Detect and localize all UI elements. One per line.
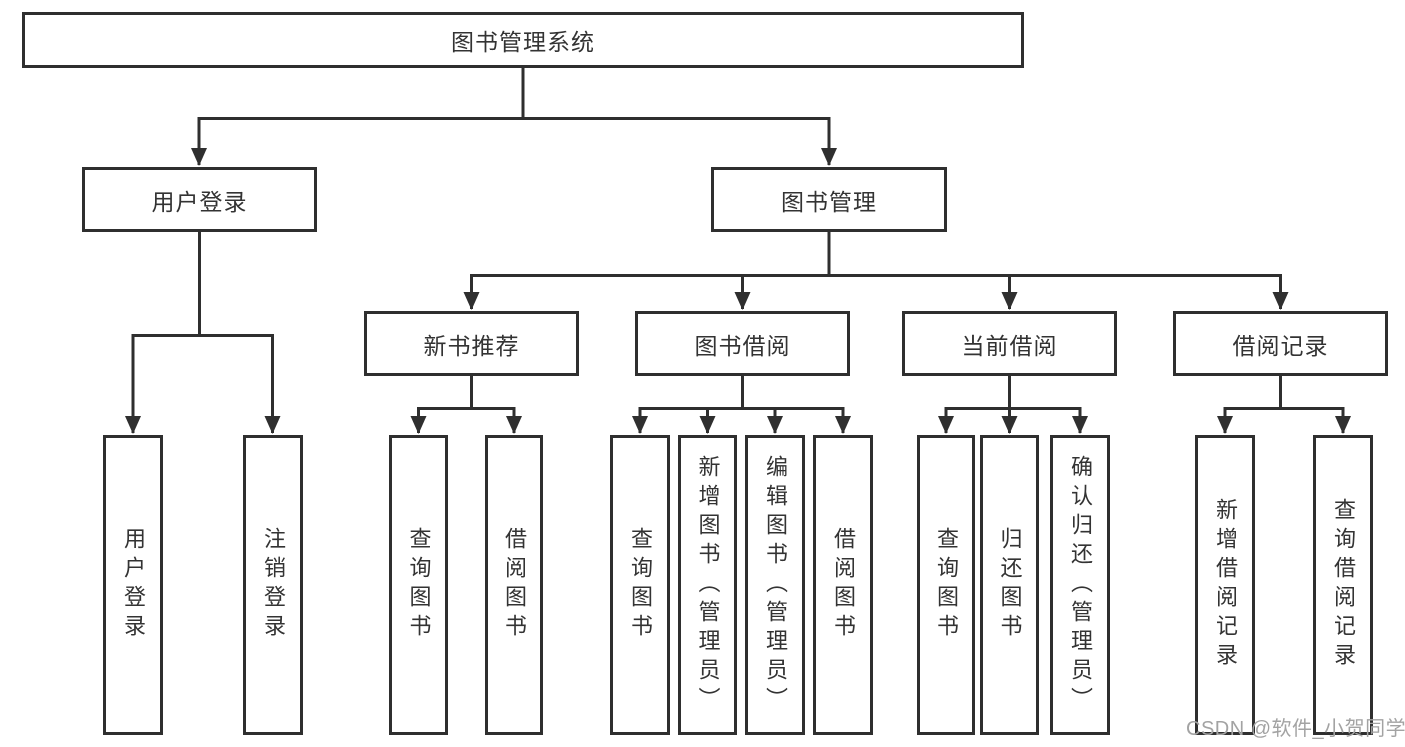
- leaf-edit-books-admin: 编辑图书（管理员）: [745, 435, 805, 735]
- leaf-query-books-borrow-label: 查询图书: [628, 527, 653, 643]
- csdn-watermark: CSDN @软件_小贺同学: [1186, 718, 1405, 740]
- connector-root-to-level2: [191, 68, 837, 166]
- node-root-label: 图书管理系统: [451, 29, 595, 55]
- leaf-return-books-label: 归还图书: [997, 527, 1023, 643]
- leaf-query-books-recommend-label: 查询图书: [406, 527, 432, 643]
- leaf-borrow-books: 借阅图书: [813, 435, 873, 735]
- leaf-query-books-recommend: 查询图书: [389, 435, 448, 735]
- connector-borrow-records-children: [1217, 375, 1351, 434]
- leaf-return-books: 归还图书: [980, 435, 1039, 735]
- leaf-query-books-current: 查询图书: [917, 435, 975, 735]
- node-user-login: 用户登录: [82, 167, 317, 232]
- connector-book-borrow-children: [632, 375, 851, 434]
- leaf-add-borrow-record: 新增借阅记录: [1195, 435, 1255, 735]
- leaf-logout-label: 注销登录: [261, 527, 286, 643]
- node-root: 图书管理系统: [22, 12, 1024, 68]
- leaf-add-borrow-record-label: 新增借阅记录: [1213, 498, 1238, 672]
- leaf-user-login: 用户登录: [103, 435, 163, 735]
- leaf-confirm-return-admin-label: 确认归还（管理员）: [1068, 454, 1093, 716]
- node-book-management: 图书管理: [711, 167, 947, 232]
- leaf-query-books-current-label: 查询图书: [934, 527, 959, 643]
- leaf-borrow-books-recommend: 借阅图书: [485, 435, 543, 735]
- node-book-management-label: 图书管理: [781, 188, 877, 215]
- leaf-user-login-label: 用户登录: [121, 527, 146, 643]
- leaf-add-books-admin-label: 新增图书（管理员）: [695, 454, 721, 716]
- node-book-borrow: 图书借阅: [635, 311, 850, 376]
- leaf-add-books-admin: 新增图书（管理员）: [678, 435, 737, 735]
- leaf-borrow-books-label: 借阅图书: [831, 527, 856, 643]
- leaf-confirm-return-admin: 确认归还（管理员）: [1050, 435, 1110, 735]
- node-book-borrow-label: 图书借阅: [694, 332, 791, 359]
- leaf-borrow-books-recommend-label: 借阅图书: [502, 527, 527, 643]
- leaf-logout: 注销登录: [243, 435, 303, 735]
- node-current-borrow-label: 当前借阅: [961, 332, 1058, 359]
- leaf-edit-books-admin-label: 编辑图书（管理员）: [763, 454, 788, 716]
- connector-book-management-children: [463, 232, 1289, 310]
- node-user-login-label: 用户登录: [151, 188, 248, 215]
- leaf-query-borrow-record-label: 查询借阅记录: [1331, 498, 1356, 672]
- node-new-book-recommend-label: 新书推荐: [423, 332, 520, 359]
- node-borrow-records-label: 借阅记录: [1232, 332, 1329, 359]
- leaf-query-books-borrow: 查询图书: [610, 435, 670, 735]
- node-new-book-recommend: 新书推荐: [364, 311, 579, 376]
- connector-current-borrow-children: [938, 375, 1088, 434]
- connector-user-login-children: [125, 232, 281, 434]
- node-current-borrow: 当前借阅: [902, 311, 1117, 376]
- node-borrow-records: 借阅记录: [1173, 311, 1388, 376]
- leaf-query-borrow-record: 查询借阅记录: [1313, 435, 1373, 735]
- connector-new-book-recommend-children: [410, 375, 522, 434]
